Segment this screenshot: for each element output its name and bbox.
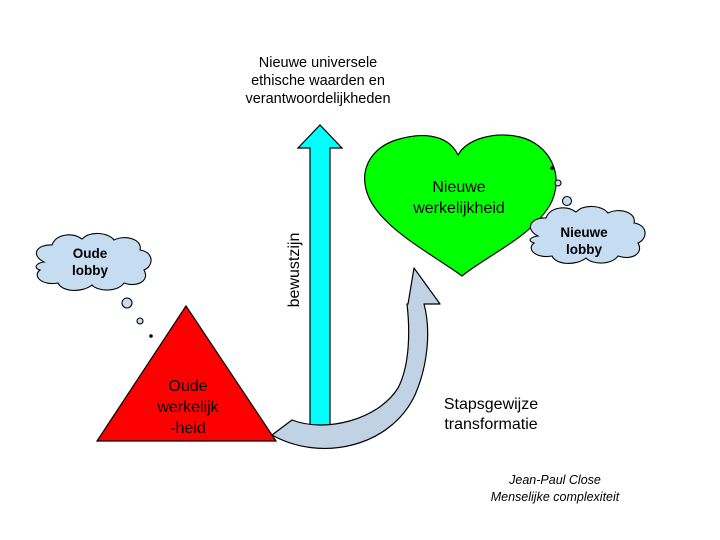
new-lobby-cloud: Nieuwe lobby [529, 205, 646, 264]
new-reality-label-line-1: Nieuwe [432, 179, 485, 196]
old-reality-label-line-1: Oude [168, 378, 207, 395]
transformation-label-line-1: Stapsgewijze [444, 396, 538, 413]
credit-author: Jean-Paul Close [508, 473, 601, 487]
old-lobby-thought-bubble-1 [121, 297, 133, 309]
new-lobby-cloud-shape [529, 205, 646, 264]
new-reality-heart [364, 134, 557, 277]
credit-work: Menselijke complexiteit [491, 490, 620, 504]
top-caption-line-1: Nieuwe universele [259, 55, 377, 71]
old-reality-triangle [95, 304, 278, 442]
old-lobby-cloud-shape [35, 232, 152, 291]
old-lobby-thought-bubble-2 [136, 317, 144, 325]
new-lobby-thought-bubble-2 [554, 179, 562, 187]
new-lobby-label-line-1: Nieuwe [560, 225, 608, 240]
new-lobby-label-line-2: lobby [566, 242, 602, 257]
top-caption: Nieuwe universele ethische waarden en ve… [245, 55, 390, 107]
old-reality-label-line-3: -heid [170, 420, 206, 437]
new-reality-label-line-2: werkelijkheid [412, 200, 505, 217]
consciousness-label: bewustzijn [286, 233, 303, 308]
top-caption-line-2: ethische waarden en [251, 73, 385, 89]
new-lobby-thought-bubble-3 [561, 195, 573, 207]
old-lobby-cloud: Oude lobby [35, 232, 152, 291]
old-lobby-label-line-2: lobby [72, 263, 108, 278]
transformation-label-line-2: transformatie [444, 416, 537, 433]
curved-arrow-icon [271, 267, 441, 449]
old-lobby-label-line-1: Oude [73, 246, 108, 261]
old-reality-label-line-2: werkelijk [156, 399, 219, 416]
up-arrow-icon [296, 124, 344, 436]
new-lobby-thought-bubble-1 [550, 166, 554, 170]
top-caption-line-3: verantwoordelijkheden [245, 91, 390, 107]
old-lobby-thought-bubble-3 [149, 334, 153, 338]
